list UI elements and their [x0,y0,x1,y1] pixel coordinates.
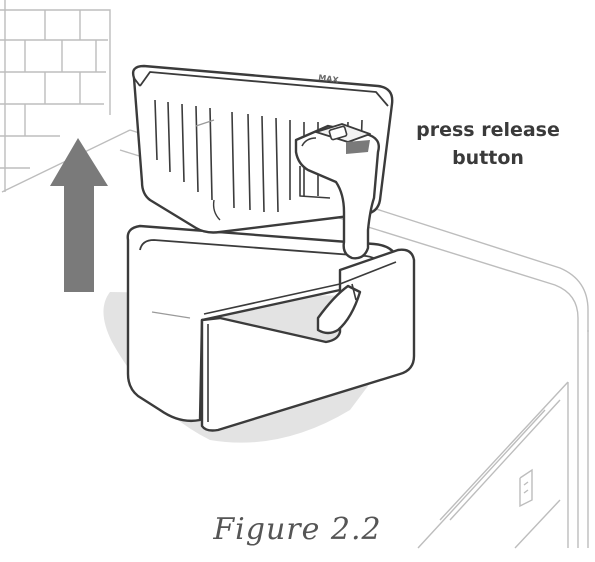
figure-caption: Figure 2.2 [213,512,382,547]
release-button-icon [328,125,348,141]
press-release-callout: press release button [400,116,576,172]
callout-line-2: button [452,147,524,169]
up-arrow-icon [50,138,108,292]
basket-handle [294,123,380,260]
air-fryer-drawer [126,224,416,432]
callout-line-1: press release [416,119,560,141]
countertop [119,129,589,549]
max-mark: MAX [318,73,340,85]
brick-wall [0,0,131,193]
fry-basket: MAX [131,64,394,234]
